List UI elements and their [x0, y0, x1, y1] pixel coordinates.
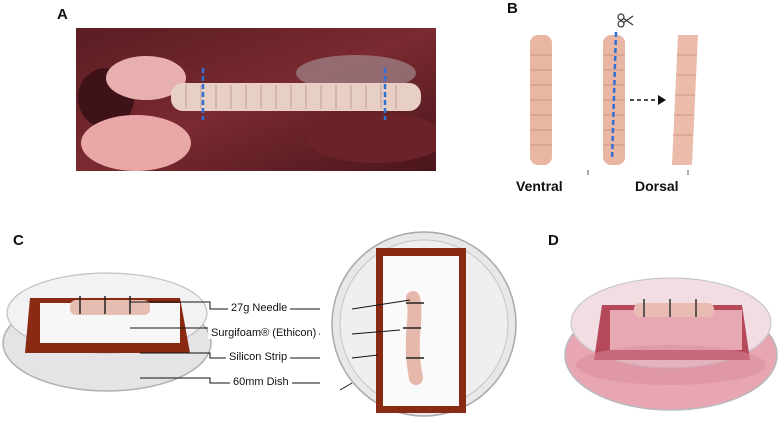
- dorsal-label: Dorsal: [635, 178, 679, 194]
- callout-surgifoam: Surgifoam® (Ethicon): [208, 327, 320, 339]
- callout-silicon-strip: Silicon Strip: [226, 351, 291, 363]
- panel-c-top-dish: [331, 231, 517, 417]
- panel-d-dish-with-media: [564, 277, 778, 411]
- ventral-label: Ventral: [516, 178, 563, 194]
- panel-letter-a: A: [57, 6, 68, 23]
- scissors-icon: [617, 13, 634, 28]
- panel-b-trachea-segments: [530, 13, 698, 175]
- panel-letter-c: C: [13, 232, 24, 249]
- callout-needle: 27g Needle: [228, 302, 291, 314]
- dorsal-cut-line: [610, 31, 618, 161]
- dashed-arrow-icon: [658, 95, 666, 105]
- callout-dish: 60mm Dish: [230, 376, 292, 388]
- panel-c-side-dish: [2, 272, 212, 392]
- panel-letter-d: D: [548, 232, 559, 249]
- panel-letter-b: B: [507, 0, 518, 17]
- panel-a-dissection-photo: [76, 28, 436, 171]
